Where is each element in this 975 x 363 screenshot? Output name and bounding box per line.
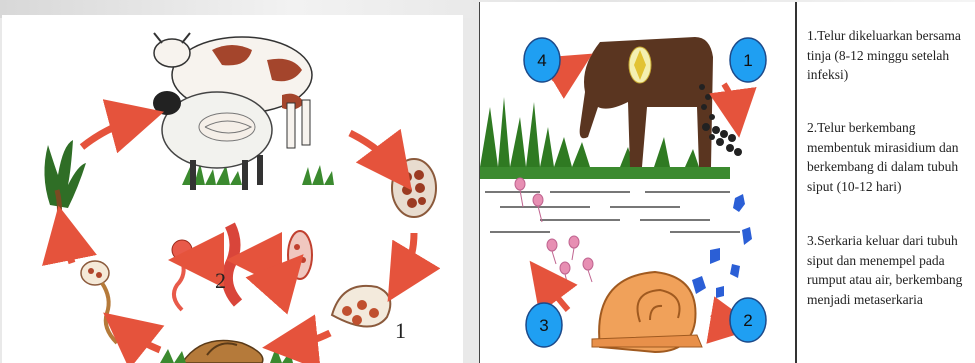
cercaria-icon	[81, 261, 117, 343]
miracidium-egg-icon	[332, 286, 390, 327]
svg-text:3: 3	[539, 316, 548, 335]
miracidium-icons	[692, 194, 752, 298]
legend-item-1: 1.Telur dikeluarkan bersama tinja (8-12 …	[807, 26, 975, 85]
stage-circle-1: 1	[730, 38, 766, 82]
svg-text:1: 1	[743, 51, 752, 70]
legend-item-3: 3.Serkaria keluar dari tubuh siput dan m…	[807, 231, 975, 309]
snail-figure-left	[160, 341, 293, 363]
stage-circle-3: 3	[526, 303, 562, 347]
cow-figure-right	[580, 37, 713, 167]
stage-1-label: 1	[395, 318, 406, 344]
svg-text:2: 2	[743, 311, 752, 330]
stage-2-label: 2	[215, 268, 226, 294]
plant-with-metacercaria-icon	[44, 140, 86, 230]
left-lifecycle-diagram: 2 1	[2, 15, 463, 363]
right-lifecycle-diagram: 1 2 3 4 1.Telur dikeluarkan bersama tinj…	[479, 2, 975, 363]
lifecycle-legend: 1.Telur dikeluarkan bersama tinja (8-12 …	[795, 2, 975, 363]
water-lines	[485, 192, 740, 232]
egg-cluster-icon	[392, 159, 436, 217]
stage-circle-4: 4	[524, 38, 560, 82]
stage-circle-2: 2	[730, 298, 766, 342]
legend-item-2: 2.Telur berkembang membentuk mirasidium …	[807, 118, 975, 196]
svg-text:4: 4	[537, 51, 546, 70]
redia-stage-icons	[172, 225, 312, 310]
snail-figure-right	[592, 272, 702, 352]
right-lifecycle-illustration: 1 2 3 4	[480, 2, 795, 363]
left-lifecycle-illustration	[2, 15, 463, 363]
